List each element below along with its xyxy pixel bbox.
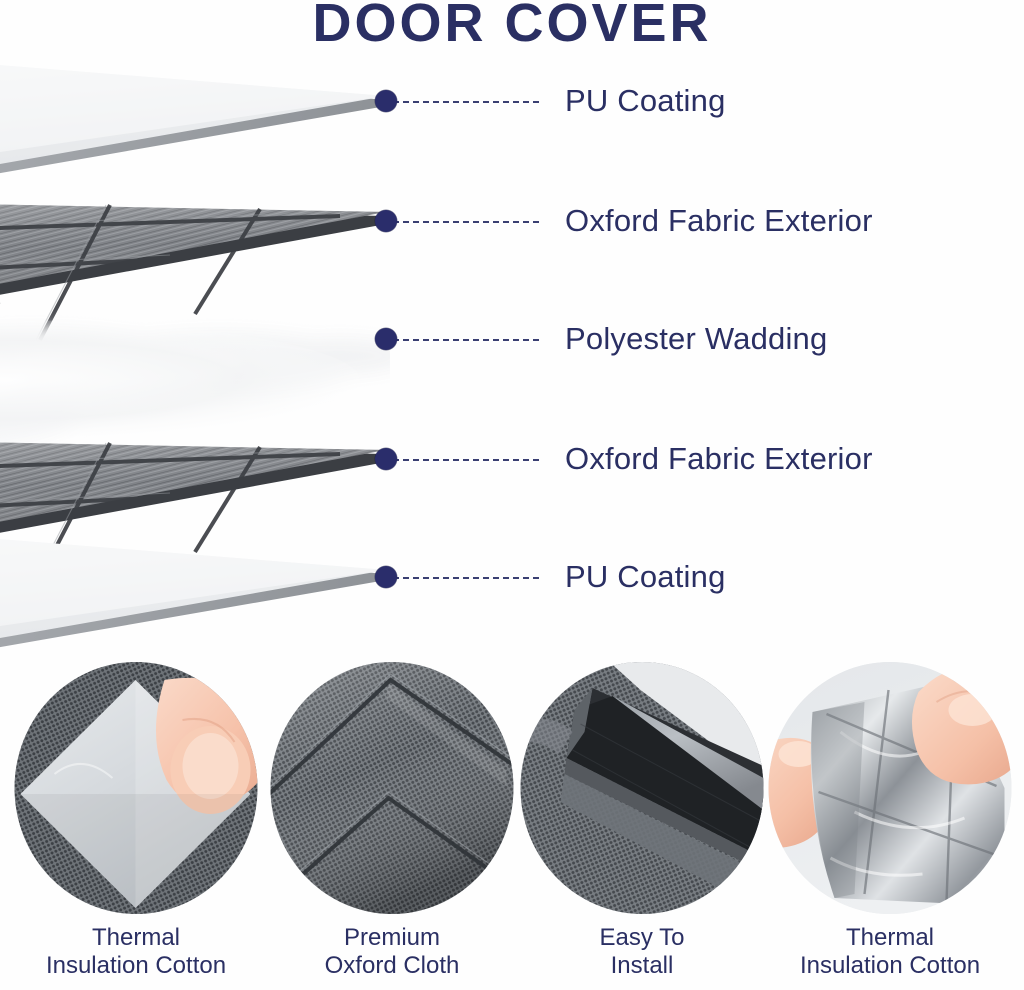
layer-pu-coating-bottom (0, 526, 390, 726)
feature-caption-easy-to-install: Easy To Install (514, 924, 770, 980)
callout-line-pu-coating-top (393, 101, 539, 103)
feature-premium-oxford-cloth[interactable]: Premium Oxford Cloth (264, 662, 520, 990)
feature-thermal-insulation-cotton-left[interactable]: Thermal Insulation Cotton (8, 662, 264, 990)
callout-dot-pu-coating-top[interactable] (375, 90, 397, 112)
caption-line-1: Easy To (599, 924, 685, 951)
caption-line-2: Insulation Cotton (45, 952, 227, 979)
feature-easy-to-install[interactable]: Easy To Install (514, 662, 770, 990)
caption-line-1: Thermal (91, 924, 181, 951)
caption-line-2: Oxford Cloth (324, 952, 460, 979)
callout-label-polyester-wadding: Polyester Wadding (565, 321, 828, 356)
callout-label-oxford-fabric-top: Oxford Fabric Exterior (565, 203, 873, 238)
callout-label-oxford-fabric-bottom: Oxford Fabric Exterior (565, 441, 873, 476)
callout-dot-oxford-fabric-top[interactable] (375, 210, 397, 232)
callout-dot-pu-coating-bottom[interactable] (375, 566, 397, 588)
callout-label-pu-coating-top: PU Coating (565, 83, 726, 118)
callout-line-oxford-fabric-bottom (393, 459, 539, 461)
feature-photo-cotton-lift (14, 662, 258, 914)
feature-gallery: Thermal Insulation Cotton (0, 662, 1024, 990)
callout-label-pu-coating-bottom: PU Coating (565, 559, 726, 594)
feature-caption-thermal-insulation-cotton-left: Thermal Insulation Cotton (8, 924, 264, 980)
callout-line-oxford-fabric-top (393, 221, 539, 223)
exploded-layer-diagram (0, 52, 420, 672)
feature-thermal-insulation-cotton-right[interactable]: Thermal Insulation Cotton (762, 662, 1018, 990)
feature-caption-thermal-insulation-cotton-right: Thermal Insulation Cotton (762, 924, 1018, 980)
layer-oxford-fabric-top (0, 164, 390, 364)
caption-line-2: Install (610, 952, 674, 979)
callout-line-polyester-wadding (393, 339, 539, 341)
callout-dot-polyester-wadding[interactable] (375, 328, 397, 350)
layer-oxford-fabric-bottom (0, 402, 390, 602)
feature-photo-oxford-closeup (270, 662, 514, 914)
page-title: DOOR COVER (312, 0, 712, 53)
layer-polyester-wadding (0, 280, 390, 480)
caption-line-1: Thermal (845, 924, 935, 951)
callout-dot-oxford-fabric-bottom[interactable] (375, 448, 397, 470)
feature-photo-silver-insulation-hands (768, 662, 1012, 914)
caption-line-1: Premium (343, 924, 440, 951)
feature-photo-velcro-corner (520, 662, 764, 914)
caption-line-2: Insulation Cotton (799, 952, 981, 979)
feature-caption-premium-oxford-cloth: Premium Oxford Cloth (264, 924, 520, 980)
callout-line-pu-coating-bottom (393, 577, 539, 579)
layer-pu-coating-top (0, 52, 390, 252)
